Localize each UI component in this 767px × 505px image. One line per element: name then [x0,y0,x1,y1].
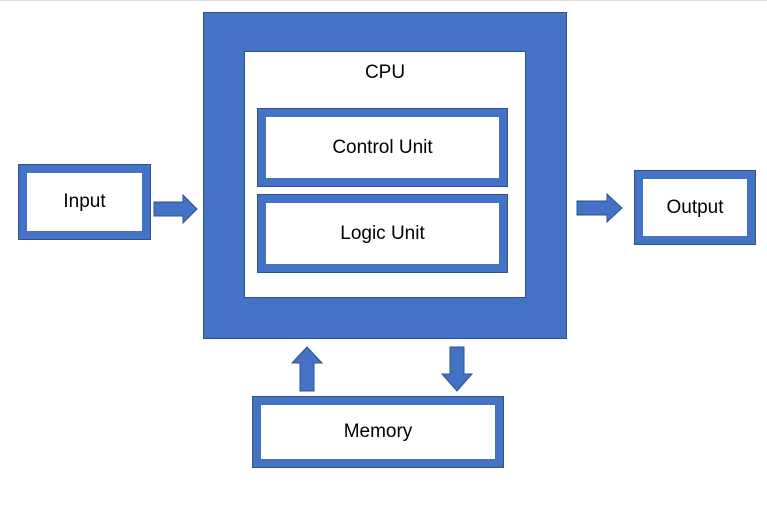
input-to-cpu-arrow [153,193,198,225]
control-unit-box: Control Unit [257,108,508,187]
input-label: Input [63,191,106,212]
memory-box: Memory [252,396,504,468]
cpu-to-output-arrow [576,192,623,224]
memory-label: Memory [343,421,413,442]
cpu-to-memory-arrow [440,346,474,392]
output-box: Output [634,170,756,245]
input-box: Input [18,164,151,240]
output-label: Output [666,196,724,218]
top-border [0,0,767,1]
logic-unit-box: Logic Unit [257,194,508,273]
cpu-label: CPU [364,62,406,83]
memory-to-cpu-arrow [290,346,324,392]
control-unit-label: Control Unit [332,136,433,158]
logic-unit-label: Logic Unit [340,222,425,244]
